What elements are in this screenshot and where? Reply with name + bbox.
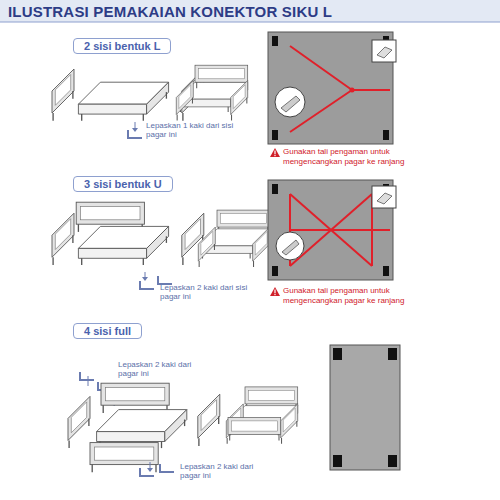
section-heading-text: 3 sisi bentuk U xyxy=(84,178,162,190)
warning-note: Gunakan tali pengaman untuk mengencangka… xyxy=(283,286,408,305)
instruction-note: Lepaskan 2 kaki dari pagar ini xyxy=(118,360,198,378)
title: ILUSTRASI PEMAKAIAN KONEKTOR SIKU L xyxy=(8,3,332,20)
section-heading-box: 3 sisi bentuk U xyxy=(73,176,173,192)
section-heading-text: 4 sisi full xyxy=(84,325,131,337)
section-heading-box: 2 sisi bentuk L xyxy=(73,38,171,54)
instruction-note: Lepaskan 2 kaki dari pagar ini xyxy=(180,462,260,480)
section-heading-box: 4 sisi full xyxy=(73,323,142,339)
instruction-note: Lepaskan 1 kaki dari sisi pagar ini xyxy=(146,121,236,139)
instruction-note: Lepaskan 2 kaki dari sisi pagar ini xyxy=(160,283,252,301)
warning-note: Gunakan tali pengaman untuk mengencangka… xyxy=(283,147,408,166)
section-heading-text: 2 sisi bentuk L xyxy=(84,40,160,52)
